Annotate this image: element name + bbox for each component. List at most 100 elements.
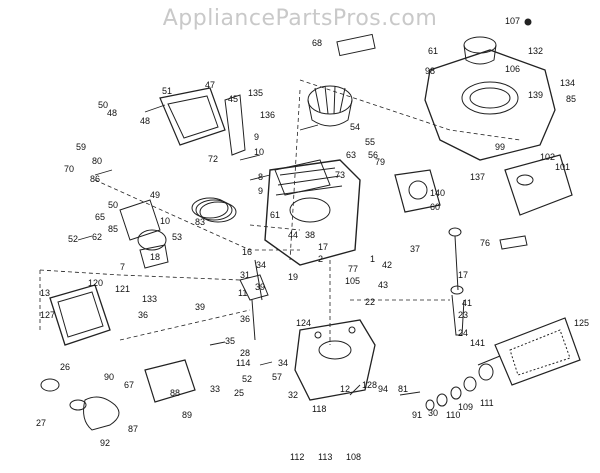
part-number-52: 52 [242,374,252,384]
shaft-washers [425,355,501,411]
part-number-49: 49 [150,190,160,200]
part-number-2: 2 [318,254,323,264]
crankshaft [239,259,269,341]
part-number-98: 98 [425,66,435,76]
part-number-120: 120 [88,278,103,288]
part-number-1: 1 [370,254,375,264]
part-number-139: 139 [528,90,543,100]
part-number-62: 62 [92,232,102,242]
part-number-92: 92 [100,438,110,448]
part-number-12: 12 [340,384,350,394]
assembly-line-9 [249,224,301,231]
part-number-110: 110 [446,410,460,420]
part-number-113: 113 [318,452,332,462]
part-number-27: 27 [36,418,46,428]
screen-plate [336,33,376,57]
part-number-67: 67 [124,380,134,390]
part-number-42: 42 [382,260,392,270]
part-number-26: 26 [60,362,70,372]
air-cleaner [49,284,111,346]
watermark: AppliancePartsPros.com [162,6,438,31]
part-number-85: 85 [566,94,576,104]
part-number-114: 114 [236,358,250,368]
part-number-61: 61 [428,46,438,56]
part-number-41: 41 [462,298,472,308]
part-number-33: 33 [210,384,220,394]
part-number-50: 50 [98,100,108,110]
part-number-141: 141 [470,338,485,348]
part-number-125: 125 [574,318,589,328]
part-number-45: 45 [228,94,238,104]
part-number-18: 18 [150,252,160,262]
assembly-line-4 [39,269,241,281]
part-number-39: 39 [195,302,205,312]
part-number-81: 81 [398,384,408,394]
part-number-16: 16 [242,247,252,257]
gasket-plate-141 [494,317,581,386]
part-number-9: 9 [258,186,263,196]
clamp [40,378,60,392]
part-number-11: 11 [238,288,247,298]
blower-housing [424,49,556,161]
part-number-112: 112 [290,452,304,462]
filler [499,235,528,250]
part-number-54: 54 [350,122,360,132]
part-number-61: 61 [270,210,280,220]
part-number-107: 107 [505,16,520,26]
part-number-30: 30 [428,408,438,418]
part-number-7: 7 [120,262,125,272]
assembly-line-3 [289,89,301,261]
part-number-35: 35 [225,336,235,346]
assembly-line-2 [299,79,521,141]
cylinder-head [274,159,331,196]
part-number-101: 101 [555,162,570,172]
part-number-10: 10 [254,147,264,157]
assembly-line-1 [94,179,300,251]
part-number-51: 51 [162,86,172,96]
part-number-70: 70 [64,164,74,174]
part-number-128: 128 [362,380,377,390]
part-number-48: 48 [140,116,150,126]
part-number-94: 94 [378,384,388,394]
part-number-24: 24 [458,328,468,338]
recoil-starter [394,169,441,213]
part-number-36: 36 [138,310,148,320]
part-number-44: 44 [288,230,298,240]
part-number-59: 59 [76,142,86,152]
part-number-10: 10 [160,216,170,226]
part-number-109: 109 [458,402,473,412]
part-number-91: 91 [412,410,422,420]
part-number-13: 13 [40,288,50,298]
hose-clamp [69,399,87,411]
screws [77,104,421,396]
part-number-56: 56 [368,150,378,160]
part-number-25: 25 [234,388,244,398]
part-number-85: 85 [108,224,118,234]
part-number-34: 34 [256,260,266,270]
part-number-36: 36 [240,314,250,324]
cap-107 [524,18,532,26]
part-number-89: 89 [182,410,192,420]
starter-cup [463,36,497,65]
muffler [83,359,196,431]
part-number-68: 68 [312,38,322,48]
part-number-28: 28 [240,348,250,358]
part-number-48: 48 [107,108,117,118]
part-number-39: 39 [255,282,265,292]
part-number-106: 106 [505,64,520,74]
part-number-127: 127 [40,310,55,320]
part-number-80: 80 [92,156,102,166]
part-number-53: 53 [172,232,182,242]
part-number-132: 132 [528,46,543,56]
part-number-9: 9 [254,132,259,142]
part-number-73: 73 [335,170,345,180]
gasket-inner [509,329,571,376]
part-number-17: 17 [458,270,468,280]
part-number-118: 118 [312,404,326,414]
part-number-124: 124 [296,318,311,328]
part-number-102: 102 [540,152,555,162]
part-number-17: 17 [318,242,328,252]
part-number-8: 8 [258,172,263,182]
